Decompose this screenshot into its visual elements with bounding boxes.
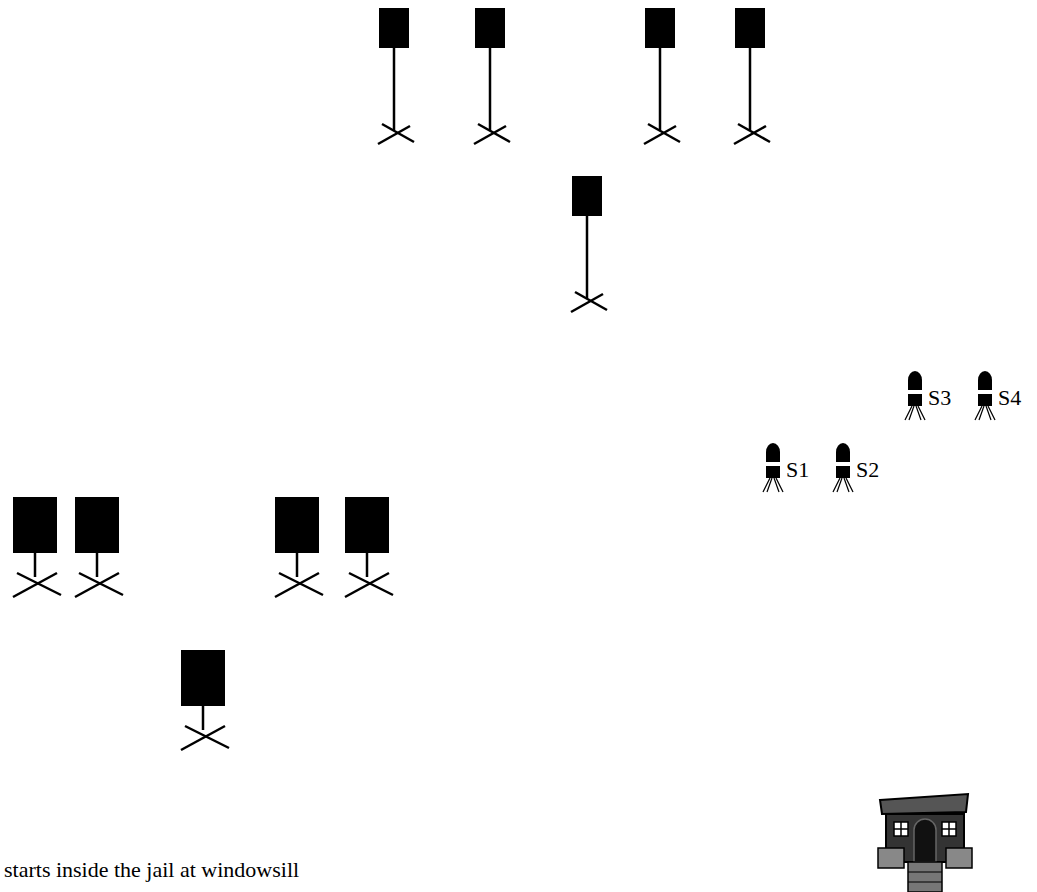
light-label: S3: [928, 386, 951, 410]
speaker-stand: [13, 8, 770, 750]
jail-building: [878, 794, 972, 892]
note-text: starts inside the jail at windowsill: [4, 858, 299, 882]
light-label: S2: [856, 458, 879, 482]
stage-light: [763, 371, 995, 492]
light-label: S1: [786, 458, 809, 482]
light-label: S4: [998, 386, 1021, 410]
